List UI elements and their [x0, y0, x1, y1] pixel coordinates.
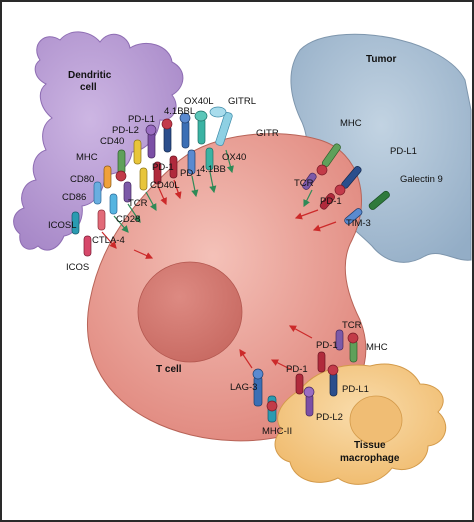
label-dc-tcr: TCR [128, 198, 148, 209]
tumor-label: Tumor [366, 54, 396, 65]
label-dc-pd1: PD 1 [180, 168, 201, 179]
tumor-pdl1-ligand [334, 165, 362, 196]
galectin9-ligand [368, 190, 390, 210]
dendritic-cell [13, 31, 184, 251]
inhibitory-arrows [101, 179, 337, 371]
stimulatory-arrows [113, 149, 313, 233]
label-pdl2: PD-L2 [112, 125, 139, 136]
cd40-ligand [133, 139, 142, 165]
dc-mhc-complex [115, 149, 127, 182]
41bb-receptor [187, 149, 196, 175]
label-cd40l: CD40L [150, 180, 180, 191]
ox40-receptor [205, 147, 214, 171]
macrophage-label-2: macrophage [340, 453, 400, 464]
cd86-ligand [93, 181, 102, 205]
label-cd80: CD80 [70, 174, 94, 185]
mac-pd1b-receptor [295, 373, 304, 395]
label-tumor-mhc: MHC [340, 118, 362, 129]
lag3-receptor [252, 368, 264, 407]
macrophage-label-1: Tissue [354, 440, 386, 451]
gitrl-ligand [209, 106, 233, 146]
label-gitr: GITR [256, 128, 279, 139]
tim3-receptor [344, 208, 363, 225]
label-dc-pd1b: PD-1 [152, 162, 174, 173]
label-mac-mhc: MHC [366, 342, 388, 353]
dendritic-cell-label-1: Dendritic [68, 70, 112, 81]
label-mhcii: MHC-II [262, 426, 292, 437]
label-dc-mhc: MHC [76, 152, 98, 163]
label-41bb: 4.1BB [200, 164, 226, 175]
ox40l-ligand [194, 110, 208, 145]
pdl2-ligand [145, 124, 157, 159]
label-mac-tcr: TCR [342, 320, 362, 331]
dendritic-cell-label-2: cell [80, 82, 97, 93]
label-tim3: TIM-3 [346, 218, 371, 229]
label-tumor-pd1: PD-1 [320, 196, 342, 207]
icos-receptor [83, 235, 92, 257]
label-galectin9: Galectin 9 [400, 174, 443, 185]
label-mac-pdl2: PD-L2 [316, 412, 343, 423]
dc-pd1-receptor [169, 155, 178, 179]
label-cd28: CD28 [116, 214, 140, 225]
label-mac-pdl1: PD-L1 [342, 384, 369, 395]
t-cell-label: T cell [156, 364, 182, 375]
cd28-receptor [109, 193, 118, 215]
label-lag3: LAG-3 [230, 382, 257, 393]
mac-pd1-receptor [317, 351, 326, 373]
dc-pd1b-receptor [153, 161, 162, 185]
dc-tcr-receptor [123, 181, 132, 203]
tumor-pd1-receptor [319, 193, 335, 210]
label-tumor-pdl1: PD-L1 [390, 146, 417, 157]
label-41bbl: 4.1BBL [164, 106, 195, 117]
tumor-mhc-complex [316, 143, 341, 176]
label-cd86: CD86 [62, 192, 86, 203]
tumor-tcr-receptor [302, 172, 317, 190]
ctla4-receptor [97, 209, 106, 231]
macrophage-nucleus [349, 395, 403, 445]
label-ox40l: OX40L [184, 96, 214, 107]
mac-tcr-receptor [335, 329, 344, 351]
label-mac-pd1a: PD-1 [316, 340, 338, 351]
label-cd40: CD40 [100, 136, 124, 147]
label-ctla4: CTLA-4 [92, 235, 125, 246]
label-icos: ICOS [66, 262, 89, 273]
mac-mhc-complex [347, 332, 359, 363]
cd80-ligand [103, 165, 112, 189]
41bbl-ligand [179, 112, 191, 149]
cd40l-receptor [139, 167, 148, 191]
mac-pdl2-ligand [303, 386, 315, 417]
label-icosl: ICOSL [48, 220, 77, 231]
label-tumor-tcr: TCR [294, 178, 314, 189]
mac-pdl1-ligand [327, 364, 339, 397]
label-ox40: OX40 [222, 152, 246, 163]
label-mac-pd1b: PD-1 [286, 364, 308, 375]
dc-pdl1-ligand [161, 118, 173, 153]
t-cell-nucleus [137, 261, 243, 363]
label-gitrl: GITRL [228, 96, 256, 107]
label-dc-pdl1: PD-L1 [128, 114, 155, 125]
icosl-ligand [71, 211, 80, 235]
mhcii-complex [266, 395, 278, 423]
